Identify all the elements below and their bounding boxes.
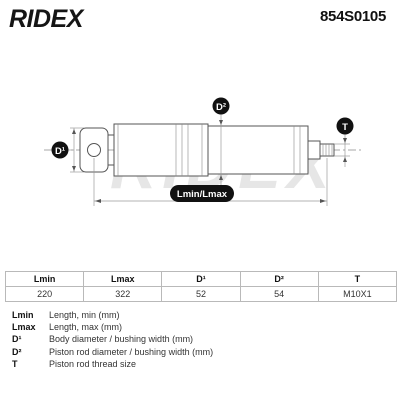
header-d1: D¹	[161, 271, 241, 287]
value-d2: 54	[239, 286, 319, 302]
part-number: 854S0105	[319, 8, 386, 25]
spec-table: Lmin Lmax D¹ D² T 220 322 52 54 M10X1	[4, 271, 398, 302]
header-lmax: Lmax	[83, 271, 163, 287]
value-lmin: 220	[4, 286, 85, 302]
legend-description: Piston rod diameter / bushing width (mm)	[49, 346, 214, 357]
d1-label: D¹	[55, 146, 65, 157]
legend-description: Body diameter / bushing width (mm)	[49, 334, 194, 345]
length-badge: Lmin/Lmax	[170, 185, 234, 202]
t-label: T	[342, 122, 348, 133]
legend-item: Lmax Length, max (mm)	[12, 321, 213, 333]
legend-key: D¹	[12, 334, 22, 345]
legend-item: D² Piston rod diameter / bushing width (…	[12, 346, 213, 358]
d1-badge: D¹	[51, 141, 69, 159]
header-d2: D²	[239, 271, 319, 287]
spec-table-value-row: 220 322 52 54 M10X1	[4, 286, 398, 302]
legend-item: T Piston rod thread size	[12, 358, 213, 370]
body-tube	[113, 123, 209, 177]
ridex-logo: RIDEX	[9, 6, 85, 30]
threaded-stud	[307, 140, 335, 160]
header-t: T	[317, 271, 398, 287]
legend-key: Lmax	[12, 322, 36, 333]
value-lmax: 322	[83, 286, 163, 302]
legend-description: Length, max (mm)	[49, 322, 123, 333]
legend-description: Piston rod thread size	[49, 358, 137, 369]
value-d1: 52	[161, 286, 241, 302]
legend-description: Length, min (mm)	[49, 310, 120, 320]
legend-key: D²	[12, 346, 22, 357]
d2-badge: D²	[212, 97, 230, 115]
length-label: Lmin/Lmax	[177, 189, 228, 200]
dust-cover	[207, 125, 309, 175]
eye-mount	[79, 127, 114, 173]
brand-name: RIDEX	[9, 6, 85, 30]
legend-key: Lmin	[12, 310, 34, 320]
legend-key: T	[12, 358, 18, 369]
legend-item: D¹ Body diameter / bushing width (mm)	[12, 333, 213, 345]
value-t: M10X1	[317, 286, 398, 302]
t-badge: T	[336, 117, 354, 135]
d1-dimension	[68, 127, 84, 173]
spec-table-header-row: Lmin Lmax D¹ D² T	[4, 271, 398, 287]
shock-absorber-drawing: RIDEX D¹	[44, 97, 362, 206]
header-lmin: Lmin	[4, 271, 85, 287]
legend-item: Lmin Length, min (mm)	[12, 309, 213, 321]
legend: Lmin Length, min (mm) Lmax Length, max (…	[12, 309, 213, 370]
d2-label: D²	[216, 102, 226, 113]
